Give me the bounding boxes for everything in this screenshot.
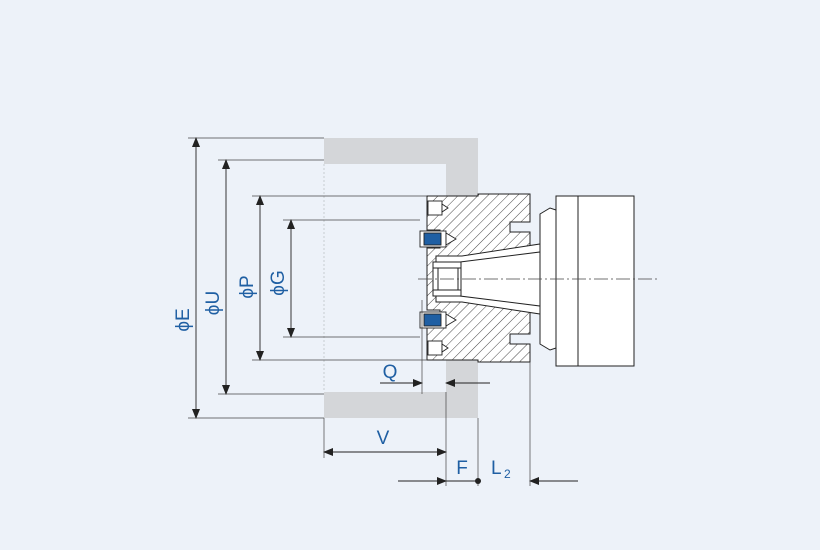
clamp-screw-bottom	[419, 311, 457, 329]
extension-lines	[188, 137, 531, 486]
label-L2: L	[491, 458, 502, 479]
label-L2-subscript: 2	[504, 467, 511, 481]
label-V: V	[377, 428, 390, 449]
flange-section	[426, 193, 541, 363]
label-diam-G: ϕG	[268, 270, 289, 295]
label-diam-E: ϕE	[173, 308, 194, 331]
set-screw-top	[427, 200, 449, 216]
datum-dot	[475, 478, 481, 484]
clamp-screw-top	[419, 230, 457, 248]
label-diam-P: ϕP	[237, 275, 258, 298]
label-diam-U: ϕU	[203, 291, 224, 315]
set-screw-bottom	[427, 340, 449, 356]
label-F: F	[456, 458, 468, 479]
label-Q: Q	[383, 362, 398, 383]
dimension-lines	[192, 137, 578, 485]
spindle-body	[539, 195, 635, 367]
